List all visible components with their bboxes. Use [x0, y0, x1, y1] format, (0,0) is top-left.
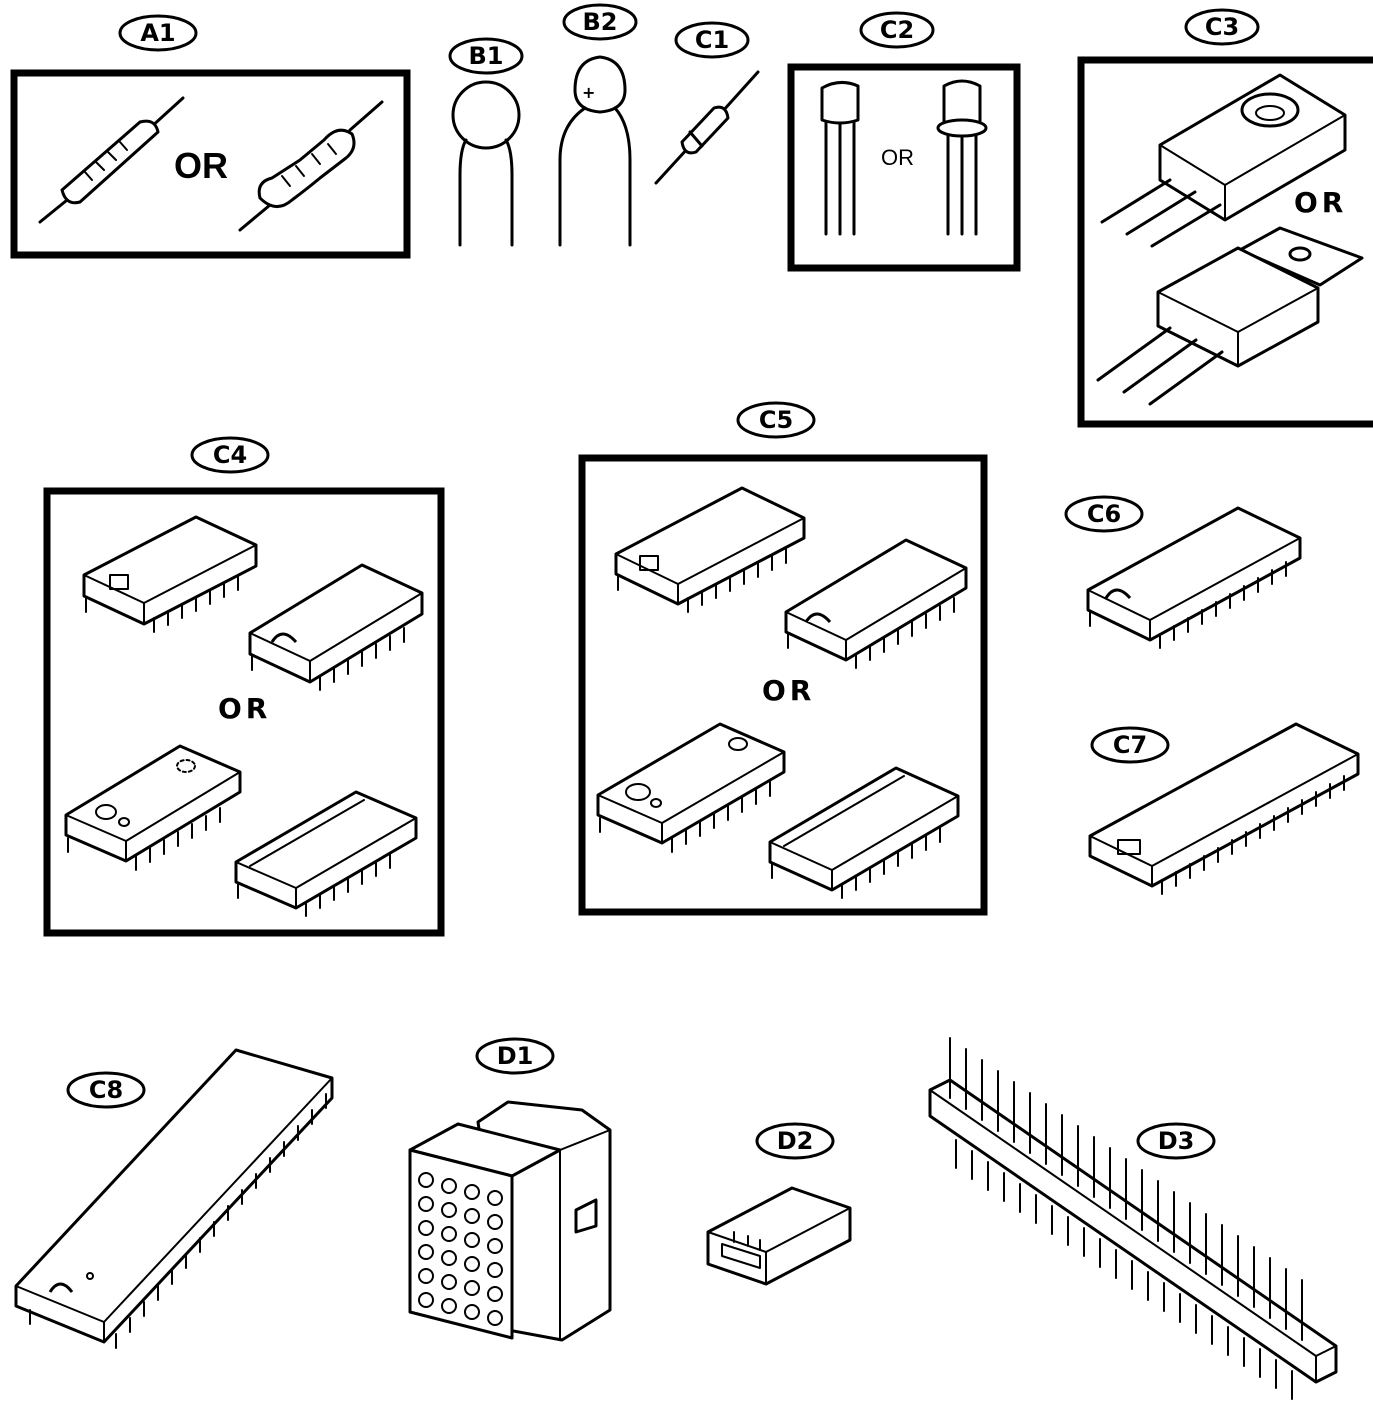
- label-c7: C7: [1113, 731, 1147, 759]
- component-b1: B1: [448, 37, 524, 247]
- dip16-notch-round: [784, 538, 968, 669]
- label-c8: C8: [89, 1076, 123, 1104]
- component-c6: C6: [1064, 495, 1302, 649]
- to-126-package: [1100, 73, 1347, 248]
- component-c2: C2 OR: [787, 11, 1021, 272]
- component-d2: D2: [706, 1122, 852, 1286]
- resistor-2: [238, 100, 384, 232]
- component-c8: C8: [14, 1048, 334, 1349]
- component-c3: C3 OR: [1077, 8, 1373, 428]
- dip14-stripe: [234, 790, 418, 917]
- component-c1: C1: [654, 21, 760, 185]
- transistor-metal-can: [936, 79, 988, 236]
- transistor-plastic: [820, 81, 860, 236]
- component-c5: C5 OR: [578, 401, 988, 916]
- to-220-package: [1096, 226, 1364, 406]
- label-c6: C6: [1087, 500, 1121, 528]
- or-text-c3: OR: [1294, 186, 1347, 219]
- label-b2: B2: [583, 8, 618, 36]
- or-text-c5: OR: [762, 674, 815, 707]
- component-d3: D3: [928, 1037, 1338, 1400]
- dip16-notch-square: [614, 486, 806, 613]
- label-d1: D1: [497, 1042, 534, 1070]
- label-c4: C4: [213, 441, 247, 469]
- or-text-a1: OR: [174, 145, 228, 186]
- resistor-1: [38, 96, 185, 224]
- label-c1: C1: [695, 26, 729, 54]
- or-text-c4: OR: [218, 692, 271, 725]
- label-a1: A1: [140, 19, 175, 47]
- component-c4: C4 OR: [43, 436, 445, 937]
- polarity-mark: +: [582, 83, 595, 102]
- component-c7: C7: [1088, 722, 1360, 895]
- label-c3: C3: [1205, 13, 1239, 41]
- label-c2: C2: [880, 16, 914, 44]
- dip16-stripe: [768, 766, 960, 899]
- dip14-dot: [64, 744, 242, 871]
- component-d1: D1: [408, 1037, 612, 1342]
- component-a1: A1 OR: [10, 14, 411, 259]
- dip14-notch-square: [82, 515, 258, 633]
- dip16-dot: [596, 722, 786, 853]
- label-d3: D3: [1158, 1127, 1195, 1155]
- label-d2: D2: [777, 1127, 814, 1155]
- dip14-notch-round: [248, 563, 424, 691]
- header-pins: [949, 1037, 1303, 1400]
- led-dot-grid: [418, 1172, 503, 1326]
- label-b1: B1: [469, 42, 504, 70]
- or-text-c2: OR: [881, 145, 914, 170]
- component-b2: B2 +: [558, 3, 638, 247]
- label-c5: C5: [759, 406, 793, 434]
